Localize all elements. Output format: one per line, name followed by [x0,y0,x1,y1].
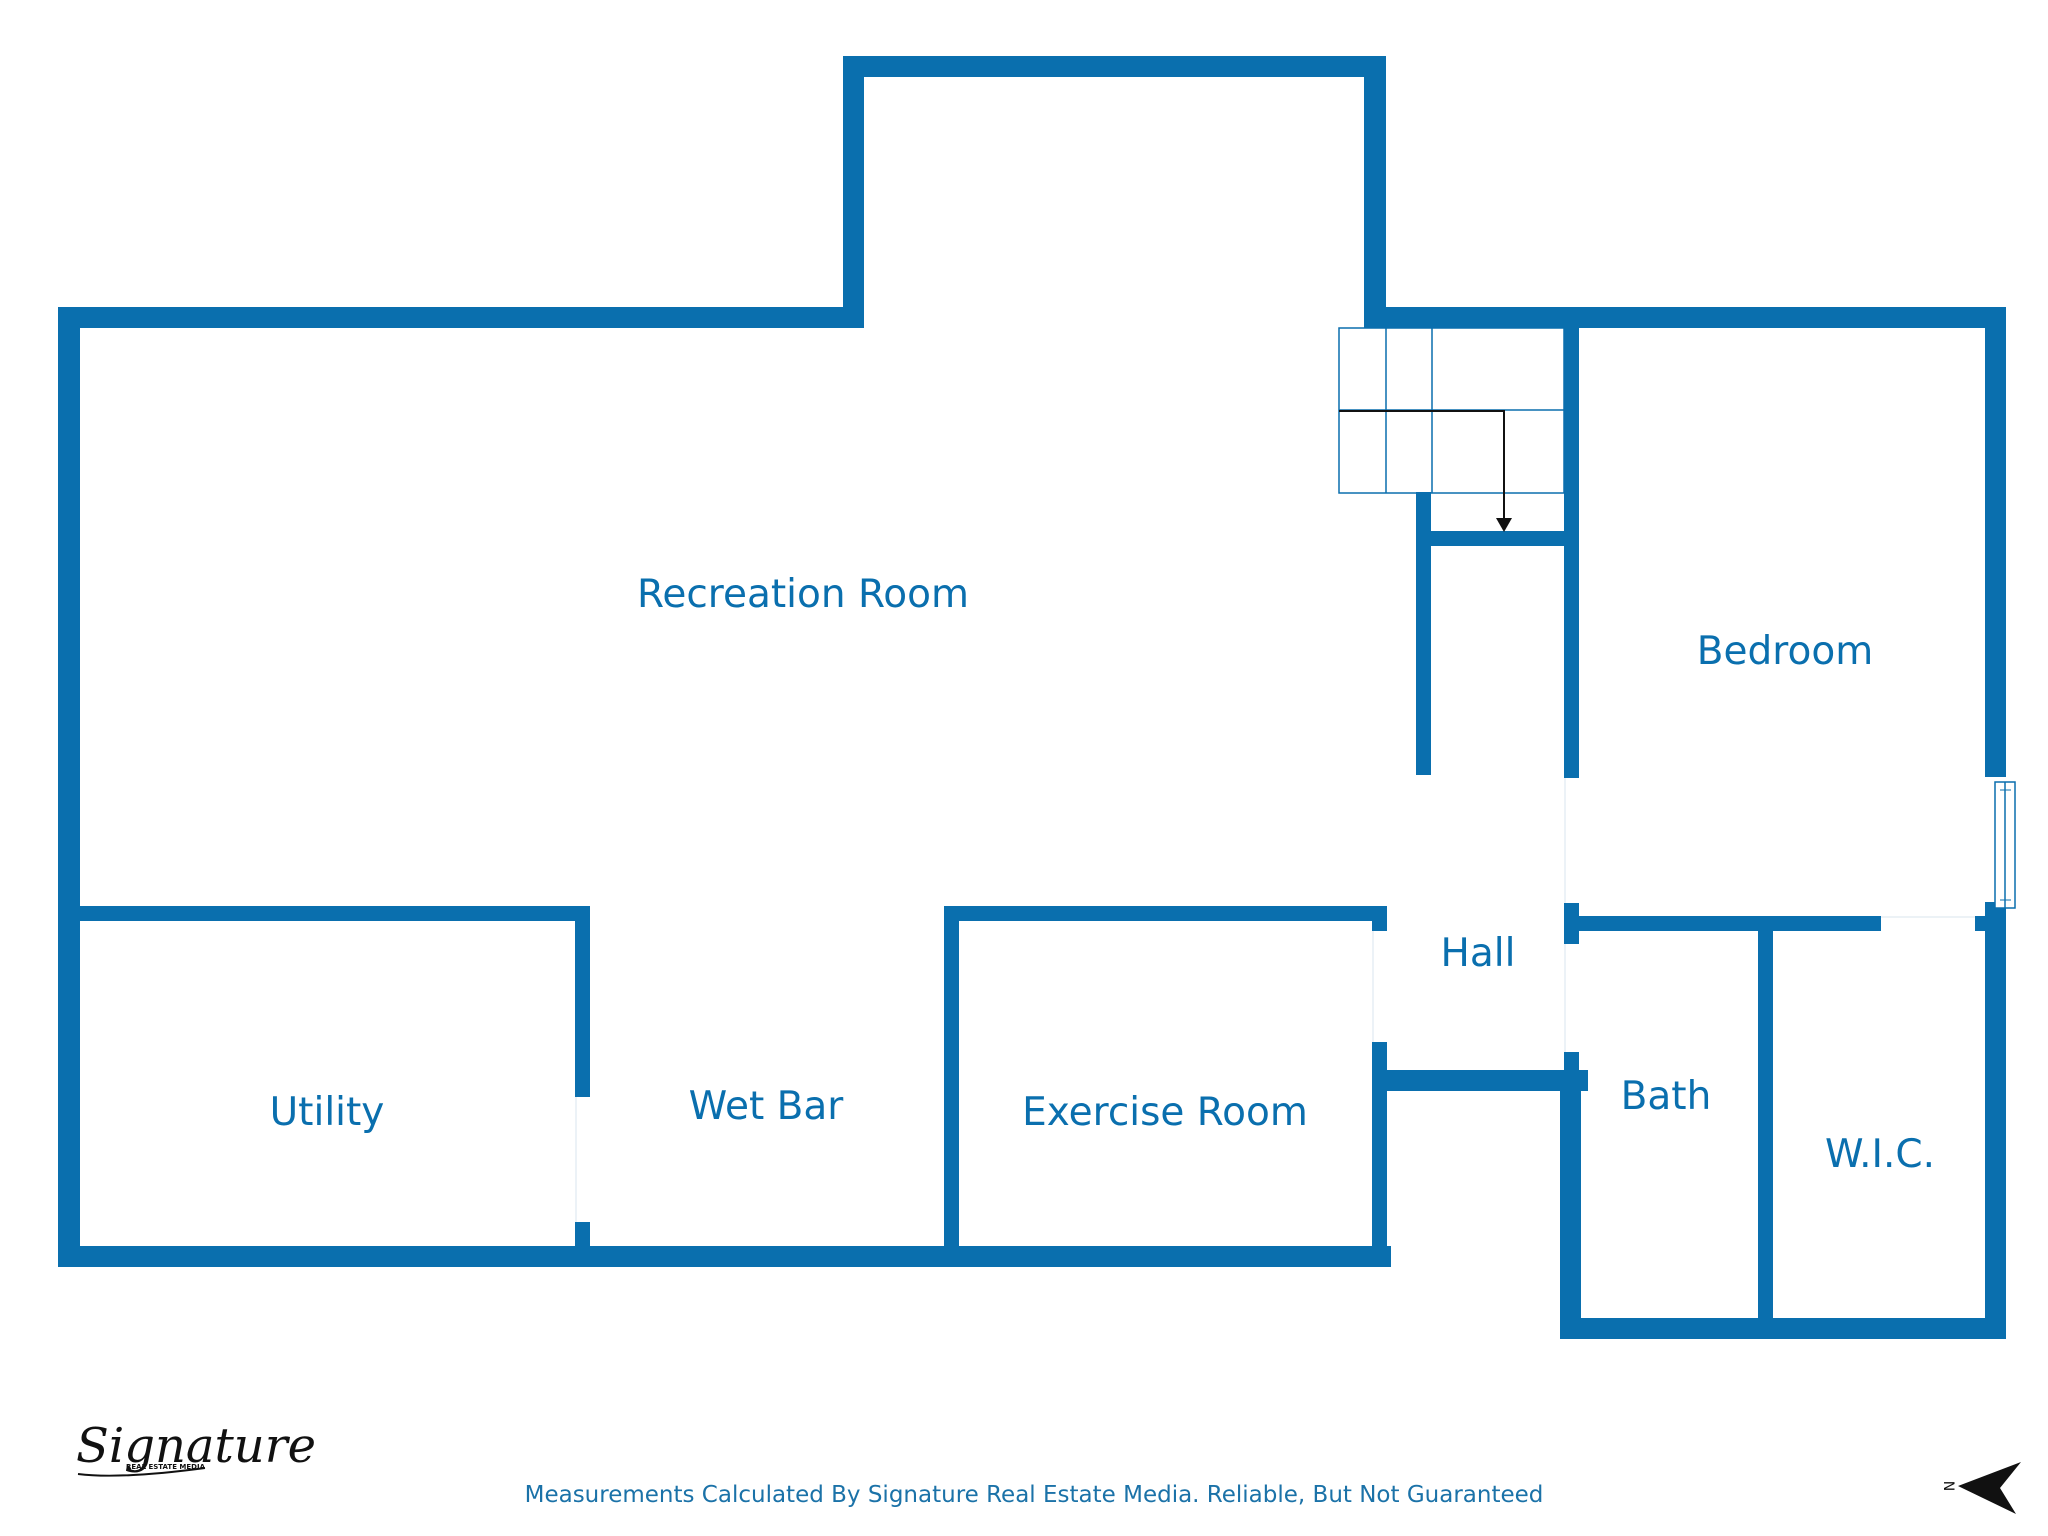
label-bedroom: Bedroom [1697,629,1873,674]
logo-tagline: REAL ESTATE MEDIA [126,1463,206,1471]
logo-script: Signature [76,1418,316,1474]
label-wic: W.I.C. [1825,1132,1935,1177]
signature-logo: Signature REAL ESTATE MEDIA [76,1418,316,1477]
door-openings [575,778,1975,1222]
staircase [1338,327,1565,532]
room-labels: Recreation Room Bedroom Hall Utility Wet… [270,572,1935,1177]
label-utility: Utility [270,1090,385,1135]
label-wet-bar: Wet Bar [689,1084,845,1129]
compass-north-letter: N [1940,1481,1956,1491]
walls [58,56,2006,1339]
label-bath: Bath [1621,1074,1712,1119]
window-bedroom [1994,781,2016,909]
label-hall: Hall [1441,931,1516,976]
stair-arrow-head [1496,518,1512,532]
north-arrow-icon: N [1940,1462,2021,1514]
label-recreation-room: Recreation Room [637,572,969,617]
stair-direction-arrow [1339,410,1505,520]
logo-underline [77,1467,206,1477]
disclaimer-text: Measurements Calculated By Signature Rea… [525,1482,1544,1508]
label-exercise-room: Exercise Room [1022,1090,1308,1135]
